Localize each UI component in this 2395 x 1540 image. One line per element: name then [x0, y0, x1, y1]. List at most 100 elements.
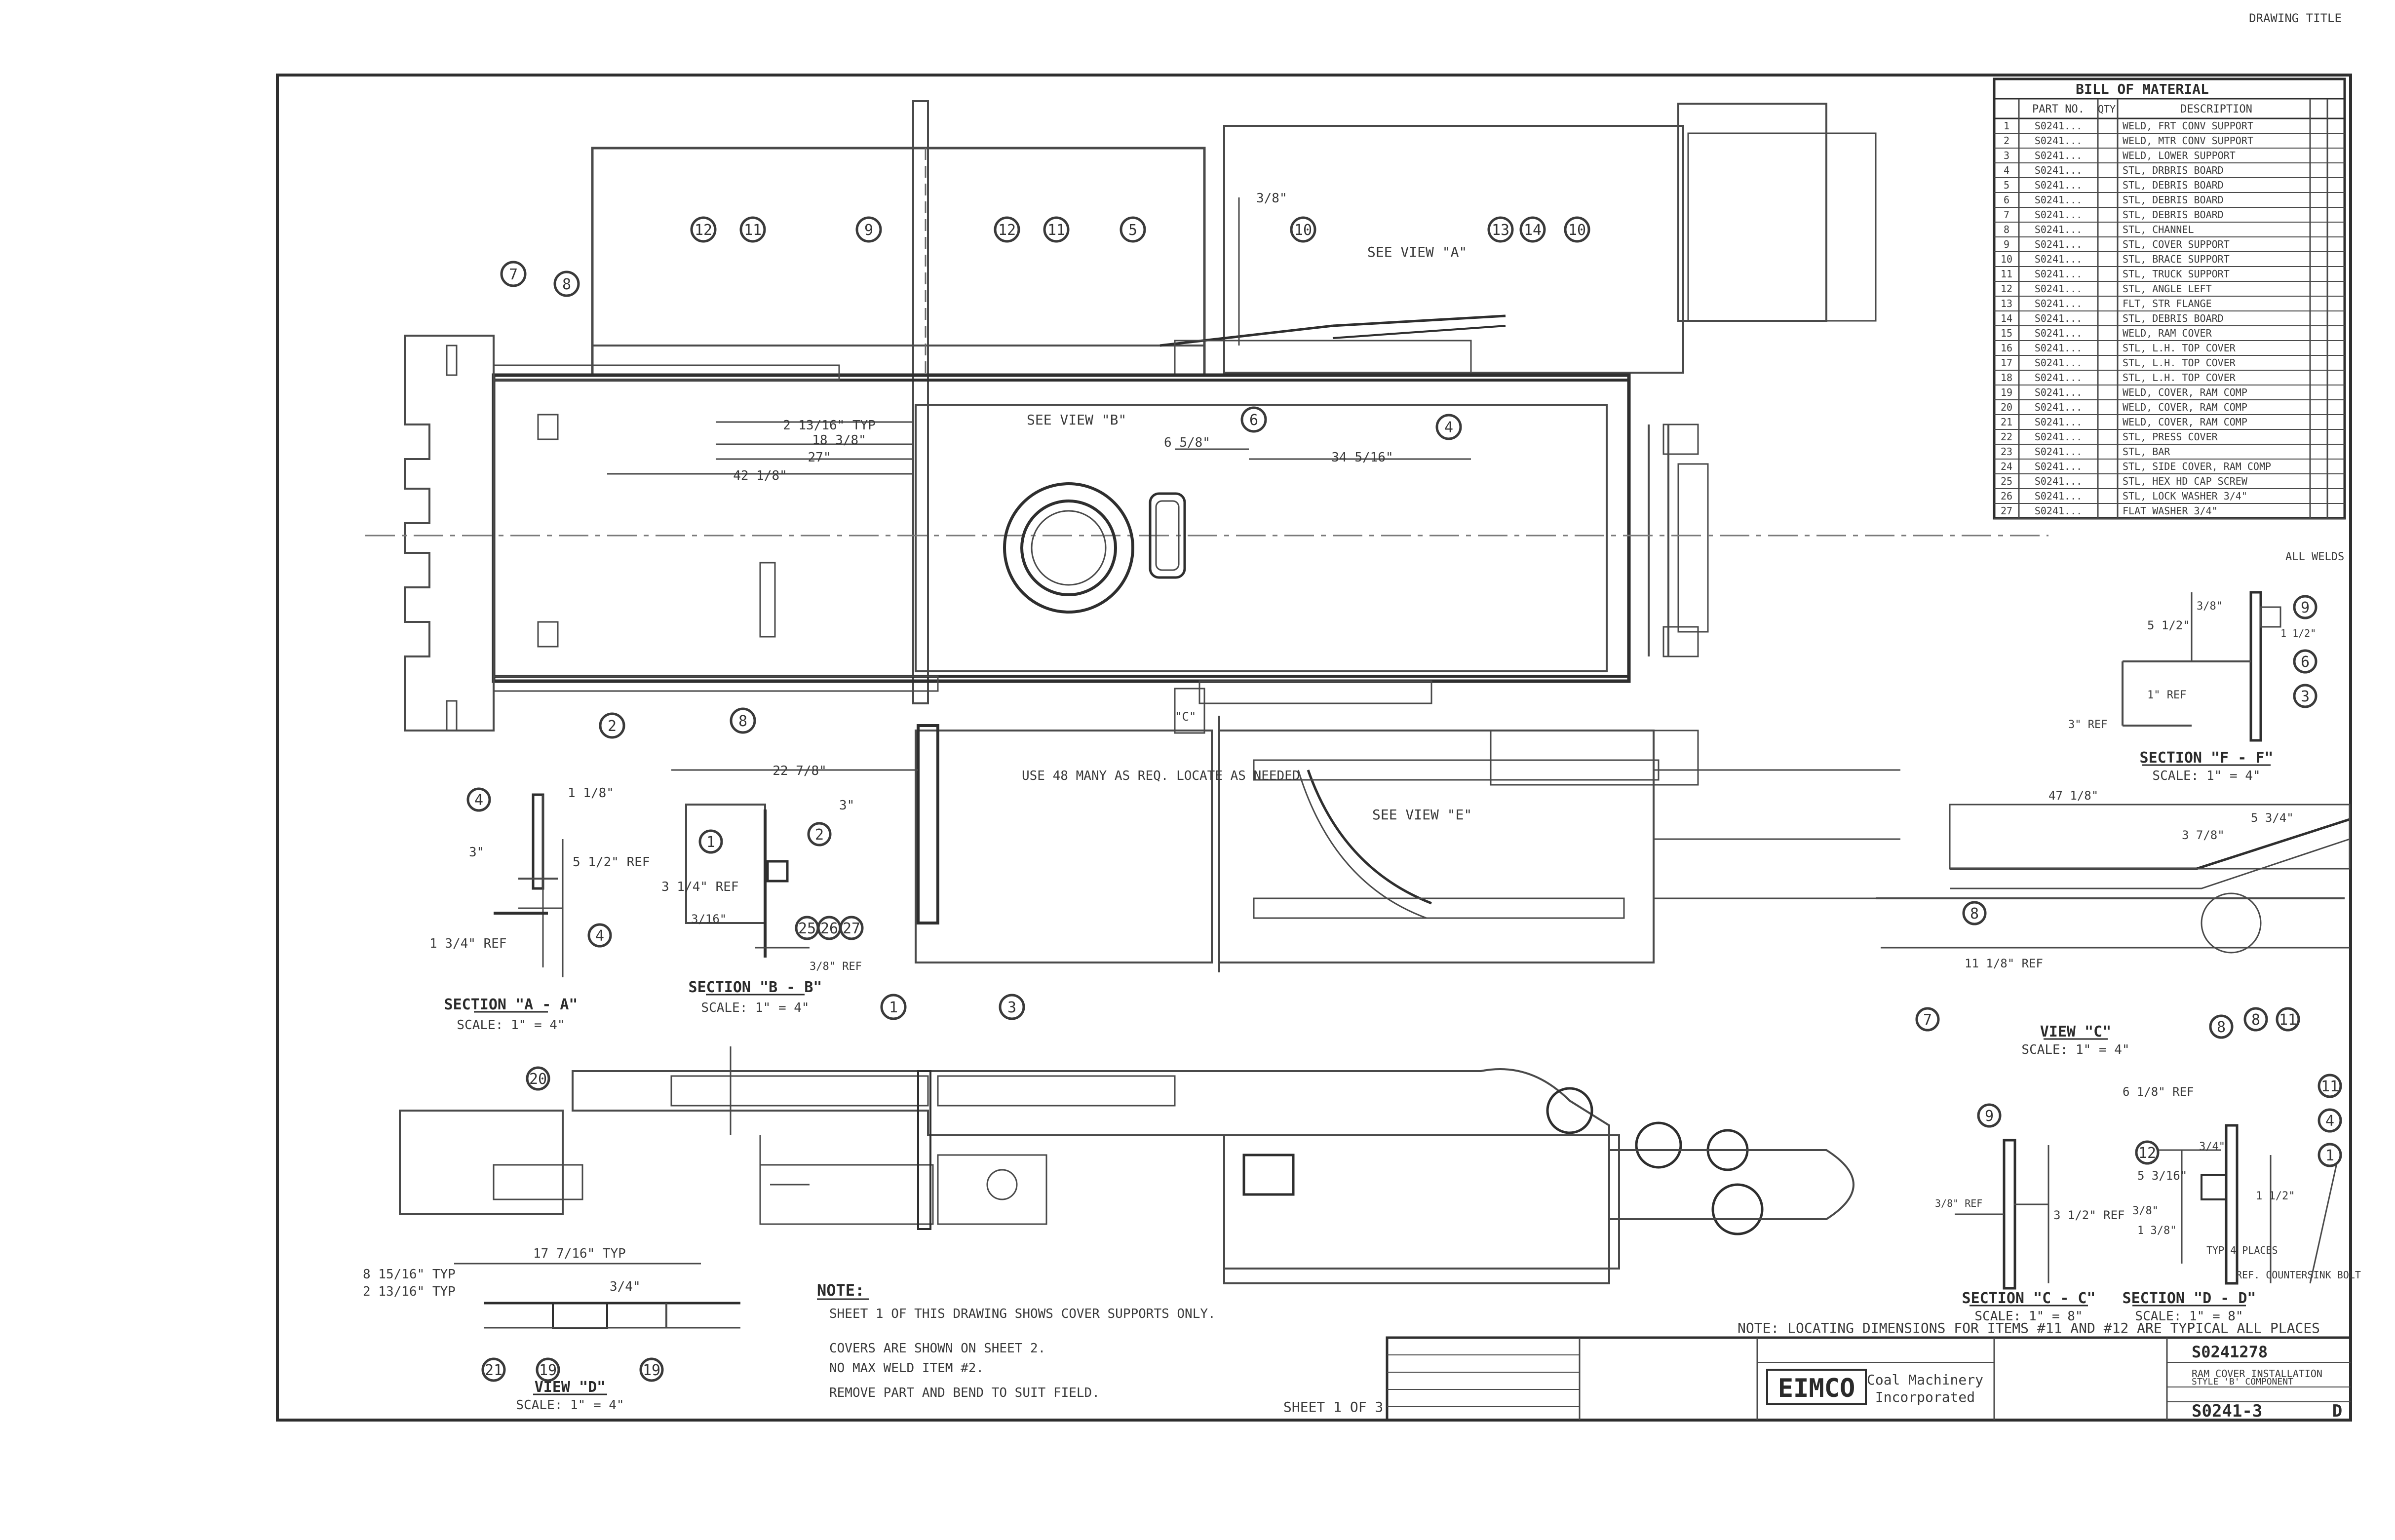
- svg-text:1 1/2": 1 1/2": [2256, 1190, 2295, 1202]
- svg-text:9: 9: [864, 222, 873, 239]
- svg-text:3" REF: 3" REF: [2068, 719, 2107, 731]
- bom-description: WELD, COVER, RAM COMP: [2123, 401, 2247, 413]
- svg-text:2 13/16" TYP: 2 13/16" TYP: [363, 1284, 456, 1299]
- bom-item-number: 22: [2001, 431, 2012, 443]
- svg-text:1: 1: [889, 999, 898, 1016]
- bom-part-number: S0241...: [2035, 401, 2082, 413]
- bom-part-number: S0241...: [2035, 209, 2082, 221]
- balloon-7-vc: 7: [1915, 1007, 1940, 1032]
- balloon-8c-vc: 8: [2243, 1007, 2268, 1032]
- svg-text:3 1/2" REF: 3 1/2" REF: [2053, 1208, 2125, 1222]
- svg-text:SHEET 1 OF THIS DRAWING SHOWS: SHEET 1 OF THIS DRAWING SHOWS COVER SUPP…: [829, 1307, 1216, 1321]
- bom-part-number: S0241...: [2035, 357, 2082, 369]
- svg-text:3/4": 3/4": [610, 1279, 641, 1294]
- svg-text:BILL OF MATERIAL: BILL OF MATERIAL: [2076, 81, 2209, 97]
- balloon-9: 9: [855, 216, 882, 243]
- bom-description: STL, DEBRIS BOARD: [2123, 209, 2224, 221]
- svg-text:34 5/16": 34 5/16": [1331, 450, 1393, 465]
- bom-item-number: 4: [2004, 164, 2009, 176]
- balloon-12-dd: 12: [2135, 1140, 2160, 1165]
- svg-text:SCALE: 1" = 8": SCALE: 1" = 8": [1974, 1309, 2083, 1324]
- eimco-logo: EIMCO: [1766, 1369, 1867, 1405]
- svg-text:18 3/8": 18 3/8": [812, 433, 866, 448]
- balloon-7: 7: [500, 261, 527, 287]
- bom-item-number: 3: [2004, 150, 2009, 161]
- svg-text:3/8" REF: 3/8" REF: [1935, 1197, 1982, 1209]
- svg-text:26: 26: [820, 920, 838, 937]
- view-c: 47 1/8" 3 7/8" 5 3/4" 11 1/8" REF VIEW "…: [1876, 789, 2351, 1057]
- balloon-1-dd: 1: [2318, 1143, 2342, 1167]
- bom-item-number: 19: [2001, 386, 2012, 398]
- balloon-21-vd: 21: [481, 1357, 506, 1382]
- svg-text:3: 3: [1007, 999, 1016, 1016]
- balloon-10b: 10: [1564, 216, 1590, 243]
- bom-item-number: 10: [2001, 253, 2012, 265]
- svg-text:D: D: [2332, 1401, 2342, 1421]
- bom-item-number: 5: [2004, 179, 2009, 191]
- balloon-8-vc: 8: [1962, 901, 1987, 925]
- svg-text:NO MAX WELD ITEM #2.: NO MAX WELD ITEM #2.: [829, 1361, 984, 1376]
- svg-text:12: 12: [2138, 1145, 2156, 1162]
- svg-text:SECTION "C - C": SECTION "C - C": [1962, 1290, 2096, 1307]
- svg-text:NOTE:: NOTE:: [817, 1281, 864, 1300]
- svg-text:11: 11: [2321, 1078, 2339, 1095]
- bom-part-number: S0241...: [2035, 386, 2082, 398]
- drawing-border: [276, 74, 2352, 1422]
- balloon-4-dd: 4: [2318, 1108, 2342, 1133]
- bom-description: STL, DEBRIS BOARD: [2123, 312, 2224, 324]
- bom-description: STL, ANGLE LEFT: [2123, 283, 2212, 295]
- svg-text:8 15/16" TYP: 8 15/16" TYP: [363, 1267, 456, 1282]
- bom-description: STL, SIDE COVER, RAM COMP: [2123, 461, 2271, 472]
- svg-text:SECTION "B - B": SECTION "B - B": [689, 979, 822, 996]
- svg-text:3/4": 3/4": [2199, 1141, 2225, 1153]
- svg-text:RAM COVER INSTALLATION: RAM COVER INSTALLATION: [2192, 1368, 2322, 1380]
- svg-text:7: 7: [1923, 1011, 1932, 1029]
- bom-item-number: 23: [2001, 446, 2012, 458]
- svg-text:8: 8: [1970, 905, 1979, 923]
- section-f-f: ALL WELDS 3/8" 5 1/2" 1" REF 3" REF 1 1/…: [2068, 551, 2344, 783]
- bom-item-number: 20: [2001, 401, 2012, 413]
- bom-description: FLT, STR FLANGE: [2123, 298, 2212, 309]
- svg-text:COVERS ARE SHOWN ON SHEET 2.: COVERS ARE SHOWN ON SHEET 2.: [829, 1341, 1045, 1356]
- drawing-reference-number: DRAWING TITLE: [2249, 11, 2342, 25]
- svg-text:5 1/2" REF: 5 1/2" REF: [573, 855, 650, 870]
- balloon-12a: 12: [690, 216, 717, 243]
- svg-text:8: 8: [738, 713, 747, 730]
- bom-description: WELD, MTR CONV SUPPORT: [2123, 135, 2253, 147]
- svg-text:6 1/8" REF: 6 1/8" REF: [2123, 1085, 2194, 1099]
- svg-text:VIEW "C": VIEW "C": [2040, 1023, 2112, 1040]
- svg-text:ALL WELDS: ALL WELDS: [2285, 551, 2344, 563]
- svg-text:7: 7: [509, 266, 518, 283]
- svg-text:SECTION "D - D": SECTION "D - D": [2123, 1290, 2256, 1307]
- svg-text:11: 11: [1047, 222, 1065, 239]
- balloon-14: 14: [1519, 216, 1546, 243]
- bom-part-number: S0241...: [2035, 164, 2082, 176]
- svg-text:SECTION "A - A": SECTION "A - A": [444, 996, 578, 1013]
- bom-item-number: 13: [2001, 298, 2012, 309]
- svg-text:10: 10: [1568, 222, 1586, 239]
- svg-text:STYLE 'B' COMPONENT: STYLE 'B' COMPONENT: [2192, 1377, 2293, 1387]
- bom-item-number: 1: [2004, 120, 2009, 132]
- balloon-8: 8: [553, 270, 580, 297]
- balloon-19b-vd: 19: [639, 1357, 664, 1382]
- svg-text:SHEET 1 OF 3: SHEET 1 OF 3: [1283, 1399, 1383, 1415]
- bom-description: STL, DEBRIS BOARD: [2123, 179, 2224, 191]
- svg-text:11 1/8" REF: 11 1/8" REF: [1965, 957, 2043, 970]
- svg-text:3/8": 3/8": [1256, 191, 1287, 206]
- svg-text:SCALE: 1" = 4": SCALE: 1" = 4": [457, 1018, 565, 1033]
- bom-description: WELD, RAM COVER: [2123, 327, 2212, 339]
- balloon-27-bb: 27: [839, 916, 864, 940]
- svg-text:10: 10: [1294, 222, 1312, 239]
- svg-text:EIMCO: EIMCO: [1778, 1374, 1855, 1403]
- plan-dimensions: 2 13/16" TYP 18 3/8" 27" 42 1/8" 22 7/8"…: [607, 191, 1472, 823]
- svg-text:3": 3": [469, 845, 484, 860]
- bom-part-number: S0241...: [2035, 224, 2082, 235]
- svg-text:1 3/4" REF: 1 3/4" REF: [429, 936, 507, 951]
- balloon-8b: 8: [730, 707, 756, 734]
- svg-text:3/8": 3/8": [2132, 1205, 2159, 1217]
- notes-block: NOTE: SHEET 1 OF THIS DRAWING SHOWS COVE…: [817, 1281, 2320, 1415]
- bom-item-number: 27: [2001, 505, 2012, 517]
- svg-text:"C": "C": [1175, 710, 1196, 724]
- svg-text:17 7/16" TYP: 17 7/16" TYP: [533, 1246, 626, 1261]
- svg-text:5 3/16": 5 3/16": [2137, 1169, 2187, 1183]
